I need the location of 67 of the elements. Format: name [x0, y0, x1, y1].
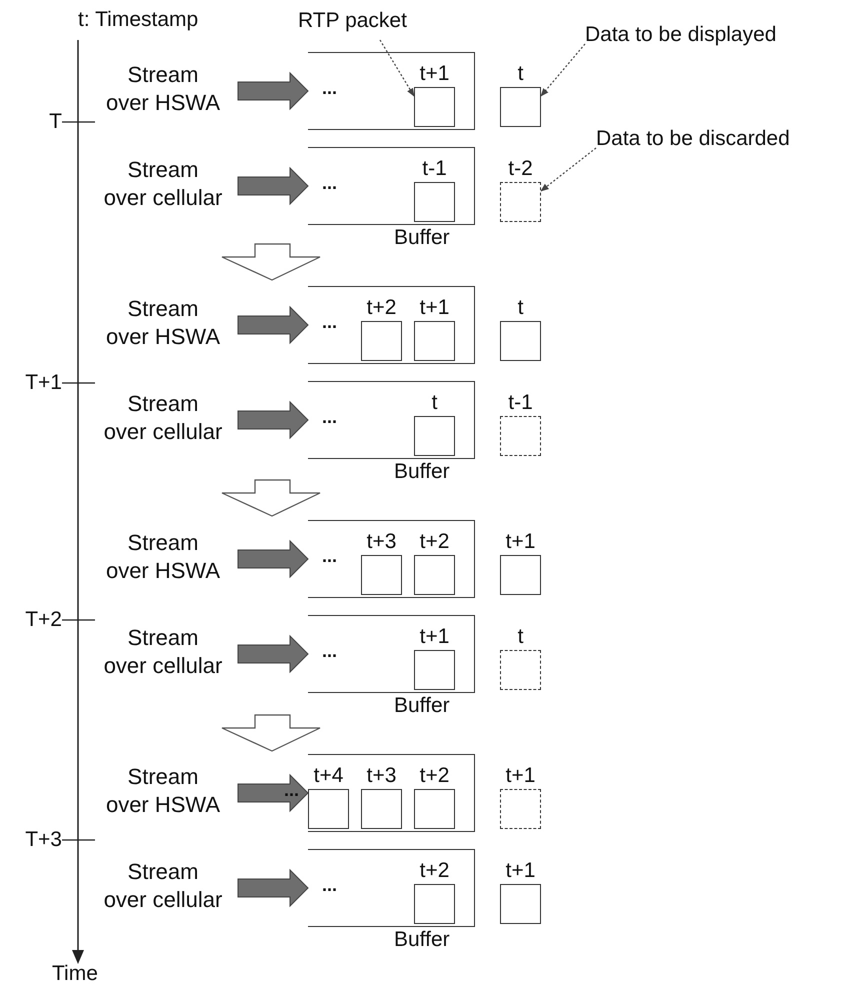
- buffer-box: [308, 520, 475, 598]
- ellipsis-text: ...: [322, 876, 338, 894]
- timestamp-label: t-1: [422, 158, 447, 180]
- legend-text: t: Timestamp: [78, 8, 198, 32]
- timestamp-label: t+1: [420, 63, 450, 85]
- ellipsis-text: ...: [322, 642, 338, 660]
- block-arrow: [238, 72, 309, 110]
- axis-title: Time: [52, 962, 98, 986]
- stream-label: Stream over HSWA: [88, 529, 238, 585]
- tick-label: T: [49, 110, 62, 134]
- ellipsis-text: ...: [322, 79, 338, 97]
- stream-label: Stream over HSWA: [88, 295, 238, 351]
- timestamp-label: t: [432, 392, 438, 414]
- timestamp-label: t+3: [366, 531, 396, 553]
- stream-label: Stream over cellular: [88, 390, 238, 446]
- buffer-caption: Buffer: [394, 694, 450, 718]
- ellipsis-text: ...: [322, 313, 338, 331]
- timestamp-label: t+3: [366, 765, 396, 787]
- buffer-box: [308, 147, 475, 225]
- timestamp-label: t: [518, 63, 524, 85]
- block-arrow: [238, 400, 309, 440]
- tick-label: T+3: [25, 828, 62, 852]
- buffer-box: [308, 381, 475, 459]
- tick-label: T+1: [25, 371, 62, 395]
- timestamp-label: t+2: [366, 297, 396, 319]
- stream-label: Stream over HSWA: [88, 763, 238, 819]
- timestamp-label: t: [518, 297, 524, 319]
- buffer-caption: Buffer: [394, 226, 450, 250]
- timestamp-label: t+1: [420, 297, 450, 319]
- buffer-caption: Buffer: [394, 928, 450, 952]
- ellipsis-text: ...: [322, 174, 338, 192]
- buffer-box: [308, 849, 475, 927]
- leader-line: [540, 44, 586, 97]
- block-arrow: [238, 540, 309, 578]
- stream-label: Stream over cellular: [88, 624, 238, 680]
- timestamp-label: t-1: [508, 392, 533, 414]
- ellipsis-text: ...: [322, 547, 338, 565]
- leader-line: [540, 148, 596, 192]
- timestamp-label: t+2: [420, 531, 450, 553]
- tick-label: T+2: [25, 608, 62, 632]
- ellipsis-text: ...: [284, 781, 300, 799]
- timestamp-label: t+1: [506, 860, 536, 882]
- block-arrow: [238, 166, 309, 206]
- timestamp-label: t-2: [508, 158, 533, 180]
- timestamp-label: t+2: [420, 765, 450, 787]
- buffer-box: [308, 286, 475, 364]
- block-arrow: [238, 634, 309, 674]
- ellipsis-text: ...: [322, 408, 338, 426]
- timestamp-label: t+1: [506, 765, 536, 787]
- leader-line: [379, 40, 415, 97]
- timestamp-label: t: [518, 626, 524, 648]
- timestamp-label: t+4: [314, 765, 344, 787]
- timestamp-label: t+1: [506, 531, 536, 553]
- block-arrow: [238, 774, 309, 812]
- buffer-box: [308, 615, 475, 693]
- buffer-box: [308, 52, 475, 130]
- timestamp-label: t+1: [420, 626, 450, 648]
- stream-label: Stream over cellular: [88, 156, 238, 212]
- block-arrow: [238, 868, 309, 908]
- buffer-caption: Buffer: [394, 460, 450, 484]
- stream-label: Stream over HSWA: [88, 61, 238, 117]
- annotation-label: RTP packet: [298, 8, 407, 34]
- annotation-label: Data to be discarded: [596, 126, 790, 152]
- timestamp-label: t+2: [420, 860, 450, 882]
- annotation-label: Data to be displayed: [585, 22, 776, 48]
- block-arrow: [238, 306, 309, 344]
- stream-label: Stream over cellular: [88, 858, 238, 914]
